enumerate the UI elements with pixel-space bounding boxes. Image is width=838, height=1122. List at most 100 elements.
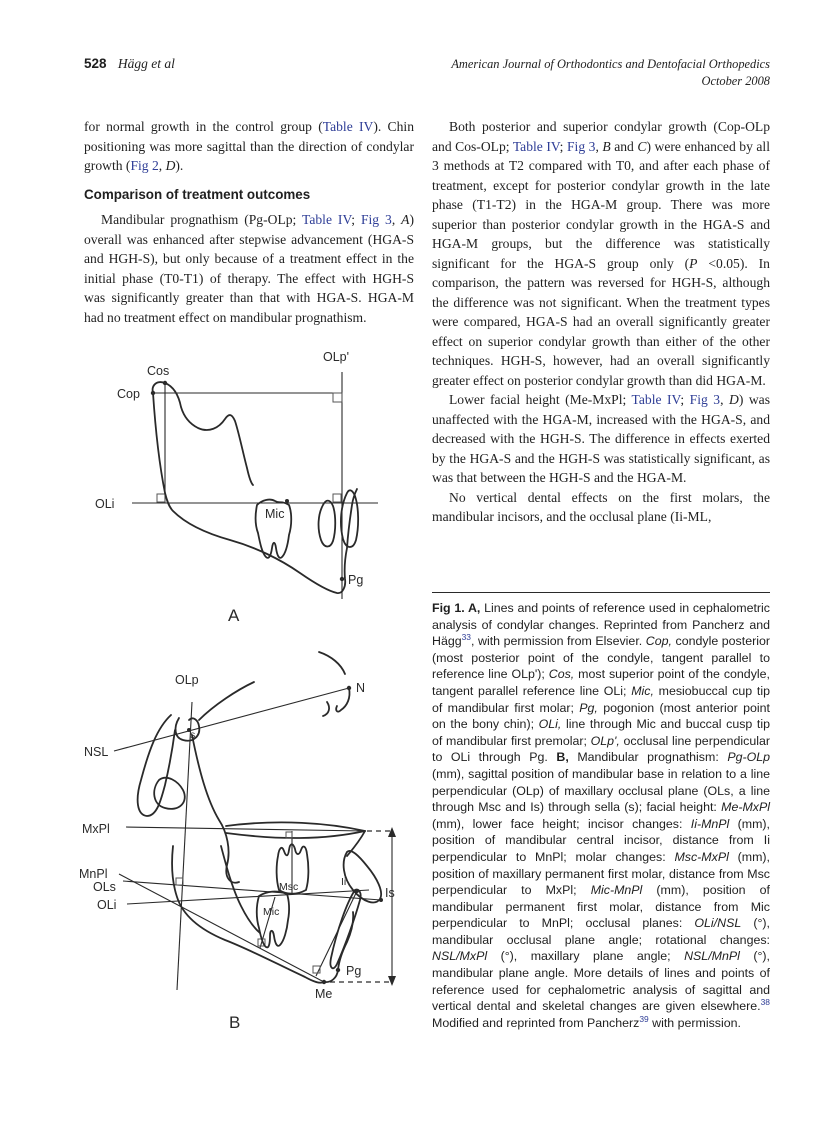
body-paragraph: Lower facial height (Me-MxPl; Table IV; … [432, 390, 770, 488]
citation-link[interactable]: Fig 2 [130, 158, 159, 173]
text-segment: ; [351, 212, 361, 227]
mxpl-line [125, 826, 366, 832]
text-segment: , [595, 138, 603, 154]
incisor-tooth [340, 489, 360, 548]
running-authors: Hägg et al [117, 56, 175, 71]
text-segment: ) overall was enhanced after stepwise ad… [84, 212, 414, 325]
mandible-outline [171, 845, 355, 984]
fig-b-label-mic: Mic [263, 906, 279, 918]
citation-link[interactable]: Fig 3 [360, 212, 392, 227]
running-head-right: American Journal of Orthodontics and Den… [451, 56, 770, 89]
text-segment: (mm), sagittal position of mandibular ba… [432, 766, 770, 815]
arrowhead-down [388, 976, 396, 986]
text-segment: (mm), position of maxillary permanent fi… [432, 849, 771, 898]
text-segment: A [401, 212, 410, 227]
fig-b-label-mnpl: MnPl [79, 867, 107, 881]
text-segment: ; [559, 138, 567, 154]
body-paragraph: Mandibular prognathism (Pg-OLp; Table IV… [84, 210, 414, 327]
text-segment: , with permission from Elsevier. [471, 634, 646, 649]
text-segment: Pg, [579, 700, 598, 715]
fig-a-label-mic: Mic [265, 507, 284, 521]
text-segment: Modified and reprinted from Pancherz [432, 1015, 640, 1030]
nasal-hook [322, 701, 330, 717]
fig-b-label-s: s [190, 729, 195, 741]
text-segment: (°), mandibular plane angle. More detail… [432, 949, 771, 1014]
text-segment: Lower facial height (Me-MxPl; [449, 392, 632, 407]
fig-b-label-oli: OLi [97, 898, 116, 912]
text-segment: ; [680, 392, 690, 407]
fig-b-label-mxpl: MxPl [82, 822, 110, 836]
ols-line [122, 880, 382, 901]
citation-link[interactable]: Fig 3 [566, 138, 596, 154]
nasion-point [346, 685, 352, 691]
pg-point [339, 576, 345, 582]
text-segment: Fig 1. [432, 601, 468, 615]
text-segment: P [689, 255, 698, 271]
mic-point [285, 499, 289, 503]
text-segment: Both posterior and superior condylar gro… [432, 119, 770, 154]
citation-link[interactable]: 33 [461, 632, 471, 643]
text-segment: ). Chin positioning was more sagittal th… [84, 119, 414, 173]
mandible-body-outline [152, 392, 358, 594]
text-segment: Cos, [548, 667, 575, 682]
mandible-ramus-outline [220, 845, 261, 934]
figure-1-panel-b: OLp N NSL s MxPl MnPl OLs OLi Msc Mic Ii… [79, 651, 396, 1032]
maxilla-upper-outline [225, 821, 366, 832]
citation-link[interactable]: Table IV [302, 212, 352, 227]
cranial-base-curve [198, 681, 255, 721]
text-segment: Pg-OLp [727, 750, 771, 765]
citation-link[interactable]: Fig 3 [689, 392, 721, 407]
fig-b-panel-label: B [229, 1013, 240, 1032]
text-segment: Mandibular prognathism (Pg-OLp; [101, 212, 302, 227]
text-segment: D [165, 158, 176, 173]
text-segment: occlusal line perpendicular to OLi throu… [432, 733, 770, 765]
ii-point [355, 889, 359, 893]
mandibular-molar-tooth [255, 890, 290, 949]
oli-line [126, 889, 370, 905]
citation-link[interactable]: Table IV [512, 138, 560, 154]
citation-link[interactable]: Table IV [631, 392, 681, 407]
is-point [379, 898, 383, 902]
fig-a-label-olp-prime: OLp' [323, 350, 349, 364]
text-segment: B [602, 138, 611, 154]
text-segment: OLp', [590, 733, 620, 748]
text-segment: ) were enhanced by all 3 methods at T2 c… [432, 138, 770, 271]
text-segment: <0.05). In comparison, the pattern was r… [432, 255, 770, 388]
nasal-profile-upper [318, 651, 346, 675]
body-paragraph: No vertical dental effects on the first … [432, 488, 770, 527]
text-segment: Me-MxPl [721, 800, 770, 815]
fig-b-label-me: Me [315, 987, 332, 1001]
text-segment: Cop, [645, 634, 672, 649]
figure-1-panel-a: OLp' Cos Cop OLi Mic Pg A [95, 350, 378, 625]
fig-b-label-ii: Ii [341, 876, 346, 888]
fig-a-label-pg: Pg [348, 573, 363, 587]
citation-link[interactable]: 39 [639, 1013, 649, 1024]
figure-caption: Fig 1. A, Lines and points of reference … [432, 592, 770, 1031]
maxillary-incisor-tooth [342, 850, 382, 904]
pterygomaxillary-curve [191, 734, 240, 884]
text-segment: mesiobuccal cup tip of mandibular first … [432, 683, 770, 715]
mandible-ramus-outline [151, 381, 254, 486]
text-segment: with permission. [648, 1015, 741, 1030]
fig-a-label-oli: OLi [95, 497, 114, 511]
text-segment: Mandibular prognathism: [577, 750, 728, 765]
right-angle-mark [332, 493, 342, 503]
sella-point [187, 728, 191, 732]
maxilla-anterior-outline [346, 830, 366, 857]
citation-link[interactable]: 38 [760, 997, 770, 1008]
fig-b-label-msc: Msc [279, 881, 298, 893]
maxillary-molar-tooth [275, 843, 310, 895]
text-segment: (°), maxillary plane angle; [487, 949, 685, 964]
right-angle-mark [312, 965, 321, 974]
text-segment: OLi, [538, 717, 562, 732]
maxilla-palate-outline [225, 830, 366, 839]
text-segment: C [637, 138, 647, 154]
citation-link[interactable]: Table IV [322, 119, 374, 134]
text-segment: condyle posterior (most posterior point … [432, 634, 770, 682]
text-segment: NSL/MxPl [432, 949, 488, 964]
right-column: Both posterior and superior condylar gro… [432, 117, 770, 527]
molar-tooth [254, 498, 293, 559]
text-segment: OLi/NSL [694, 916, 742, 931]
nasal-profile-lower [335, 687, 351, 713]
fig-b-label-ols: OLs [93, 880, 116, 894]
